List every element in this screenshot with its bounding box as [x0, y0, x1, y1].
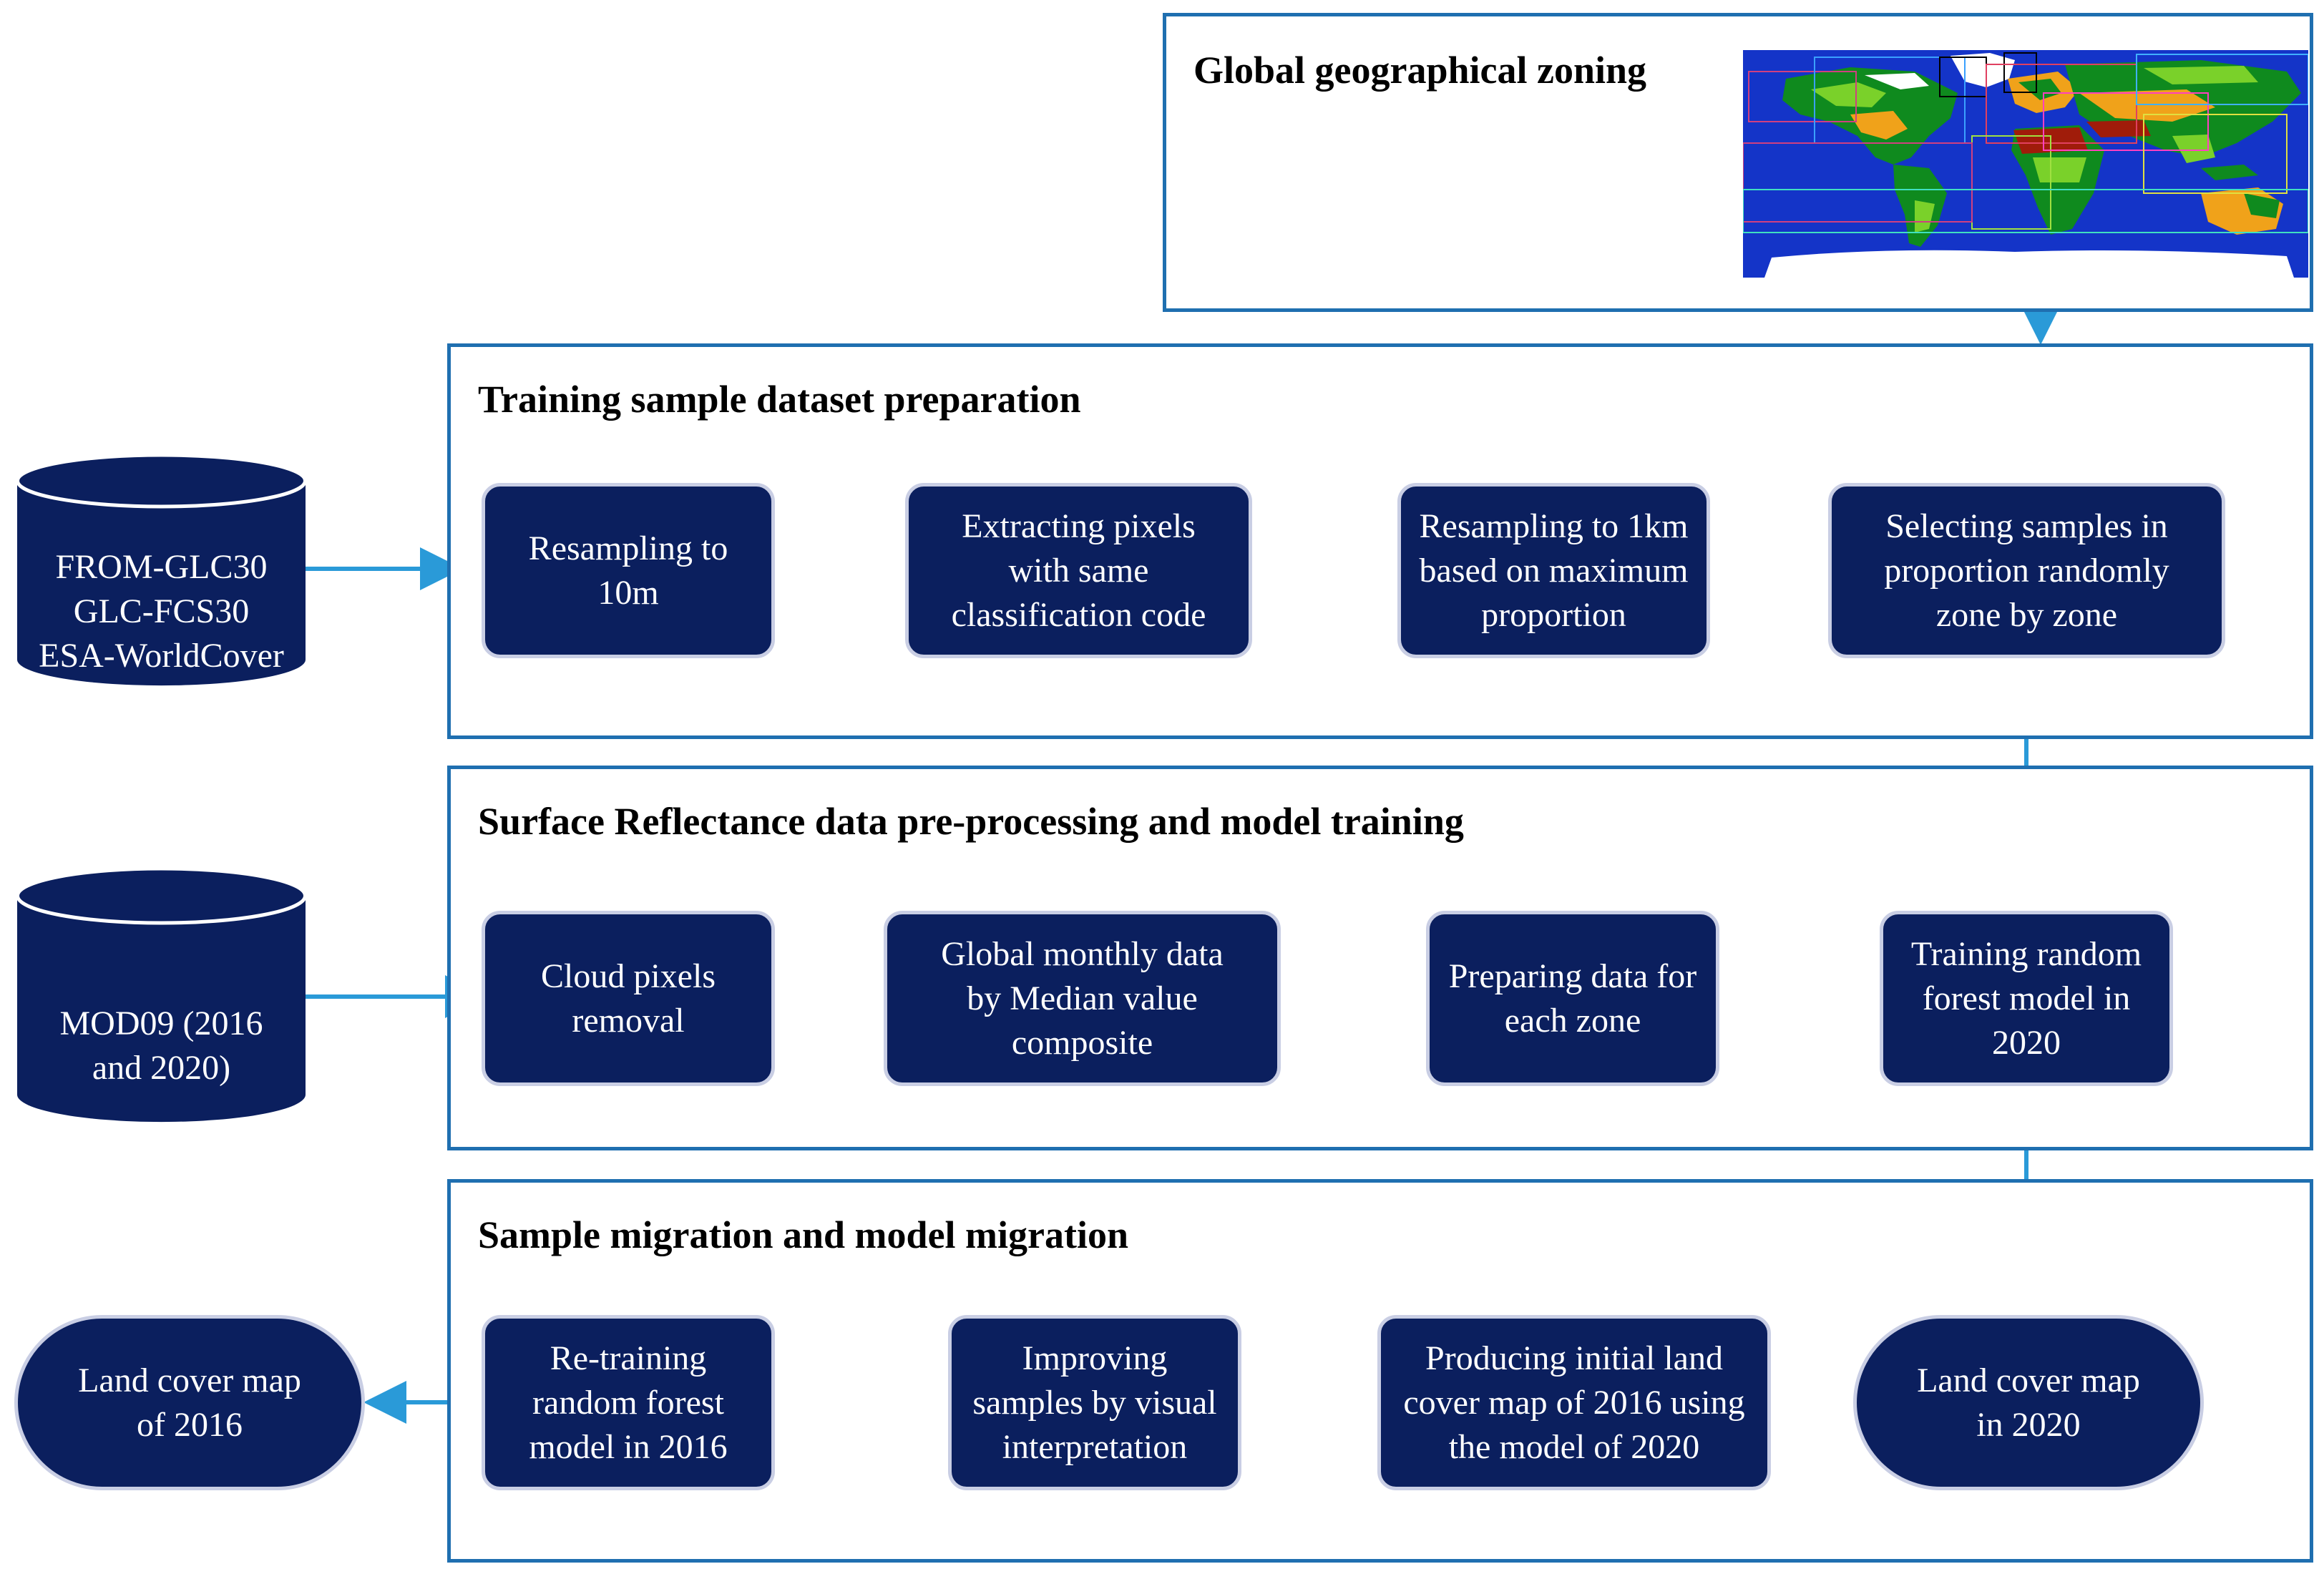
- database-line: MOD09 (2016: [59, 1005, 263, 1042]
- step-line: by Median value: [967, 979, 1198, 1017]
- step-line: 10m: [597, 573, 659, 612]
- step-line: of 2016: [137, 1405, 243, 1444]
- database-line: and 2020): [92, 1049, 231, 1087]
- step-line: Resampling to 1km: [1419, 507, 1689, 545]
- world-zoning-map: [1743, 50, 2308, 278]
- step-line: Producing initial land: [1425, 1339, 1723, 1377]
- database-line: FROM-GLC30: [55, 548, 268, 586]
- step-line: zone by zone: [1935, 595, 2118, 634]
- step-line: Land cover map: [1917, 1361, 2140, 1399]
- step-line: Preparing data for: [1448, 957, 1697, 995]
- step-line: forest model in: [1922, 979, 2131, 1017]
- step-line: Extracting pixels: [962, 507, 1196, 545]
- step-line: each zone: [1504, 1001, 1641, 1040]
- step-global-monthly: Global monthly data by Median value compos…: [884, 911, 1281, 1086]
- step-line: in 2020: [1976, 1405, 2081, 1444]
- step-line: model in 2016: [529, 1427, 728, 1466]
- step-line: proportion: [1481, 595, 1626, 634]
- step-preparing-zone-data: Preparing data for each zone: [1426, 911, 1719, 1086]
- land-cover-map-2016: Land cover map of 2016: [14, 1315, 365, 1490]
- step-line: Resampling to: [528, 529, 728, 567]
- step-extracting-pixels: Extracting pixels with same classification…: [905, 483, 1252, 658]
- database-mod09-label: MOD09 (2016 and 2020): [13, 1002, 310, 1090]
- step-producing-initial-2016: Producing initial land cover map of 2016 …: [1377, 1315, 1771, 1490]
- step-line: based on maximum: [1419, 551, 1689, 590]
- step-improving-samples: Improving samples by visual interpretation: [948, 1315, 1241, 1490]
- database-line: GLC-FCS30: [73, 592, 250, 630]
- step-line: Land cover map: [78, 1361, 301, 1399]
- database-mod09-icon: [16, 866, 307, 1123]
- step-line: Selecting samples in: [1885, 507, 2168, 545]
- panel-title-migration: Sample migration and model migration: [478, 1213, 1129, 1256]
- land-cover-map-2020: Land cover map in 2020: [1853, 1315, 2204, 1490]
- step-resampling-10m: Resampling to 10m: [482, 483, 775, 658]
- panel-title-training: Training sample dataset preparation: [478, 378, 1081, 421]
- step-line: the model of 2020: [1448, 1427, 1700, 1466]
- step-cloud-removal: Cloud pixels removal: [482, 911, 775, 1086]
- panel-title-zoning: Global geographical zoning: [1193, 49, 1647, 92]
- step-selecting-samples: Selecting samples in proportion randomly z…: [1828, 483, 2225, 658]
- step-line: Re-training: [550, 1339, 707, 1377]
- step-retraining-rf-2016: Re-training random forest model in 2016: [482, 1315, 775, 1490]
- step-training-rf-2020: Training random forest model in 2020: [1880, 911, 2173, 1086]
- step-line: removal: [572, 1001, 685, 1040]
- step-line: cover map of 2016 using: [1403, 1383, 1745, 1422]
- database-landcover-icon: [16, 453, 307, 686]
- step-line: random forest: [532, 1383, 724, 1422]
- step-line: composite: [1011, 1023, 1153, 1062]
- step-line: Improving: [1022, 1339, 1168, 1377]
- panel-title-surface: Surface Reflectance data pre-processing …: [478, 800, 1464, 843]
- step-line: Global monthly data: [941, 934, 1224, 973]
- step-line: samples by visual: [972, 1383, 1217, 1422]
- database-landcover-label: FROM-GLC30 GLC-FCS30 ESA-WorldCover: [13, 545, 310, 678]
- step-line: classification code: [951, 595, 1206, 634]
- step-line: proportion randomly: [1884, 551, 2169, 590]
- step-resampling-1km: Resampling to 1km based on maximum proport…: [1397, 483, 1710, 658]
- step-line: with same: [1008, 551, 1149, 590]
- step-line: interpretation: [1002, 1427, 1188, 1466]
- database-line: ESA-WorldCover: [39, 637, 284, 675]
- step-line: Cloud pixels: [540, 957, 716, 995]
- step-line: 2020: [1992, 1023, 2061, 1062]
- step-line: Training random: [1910, 934, 2142, 973]
